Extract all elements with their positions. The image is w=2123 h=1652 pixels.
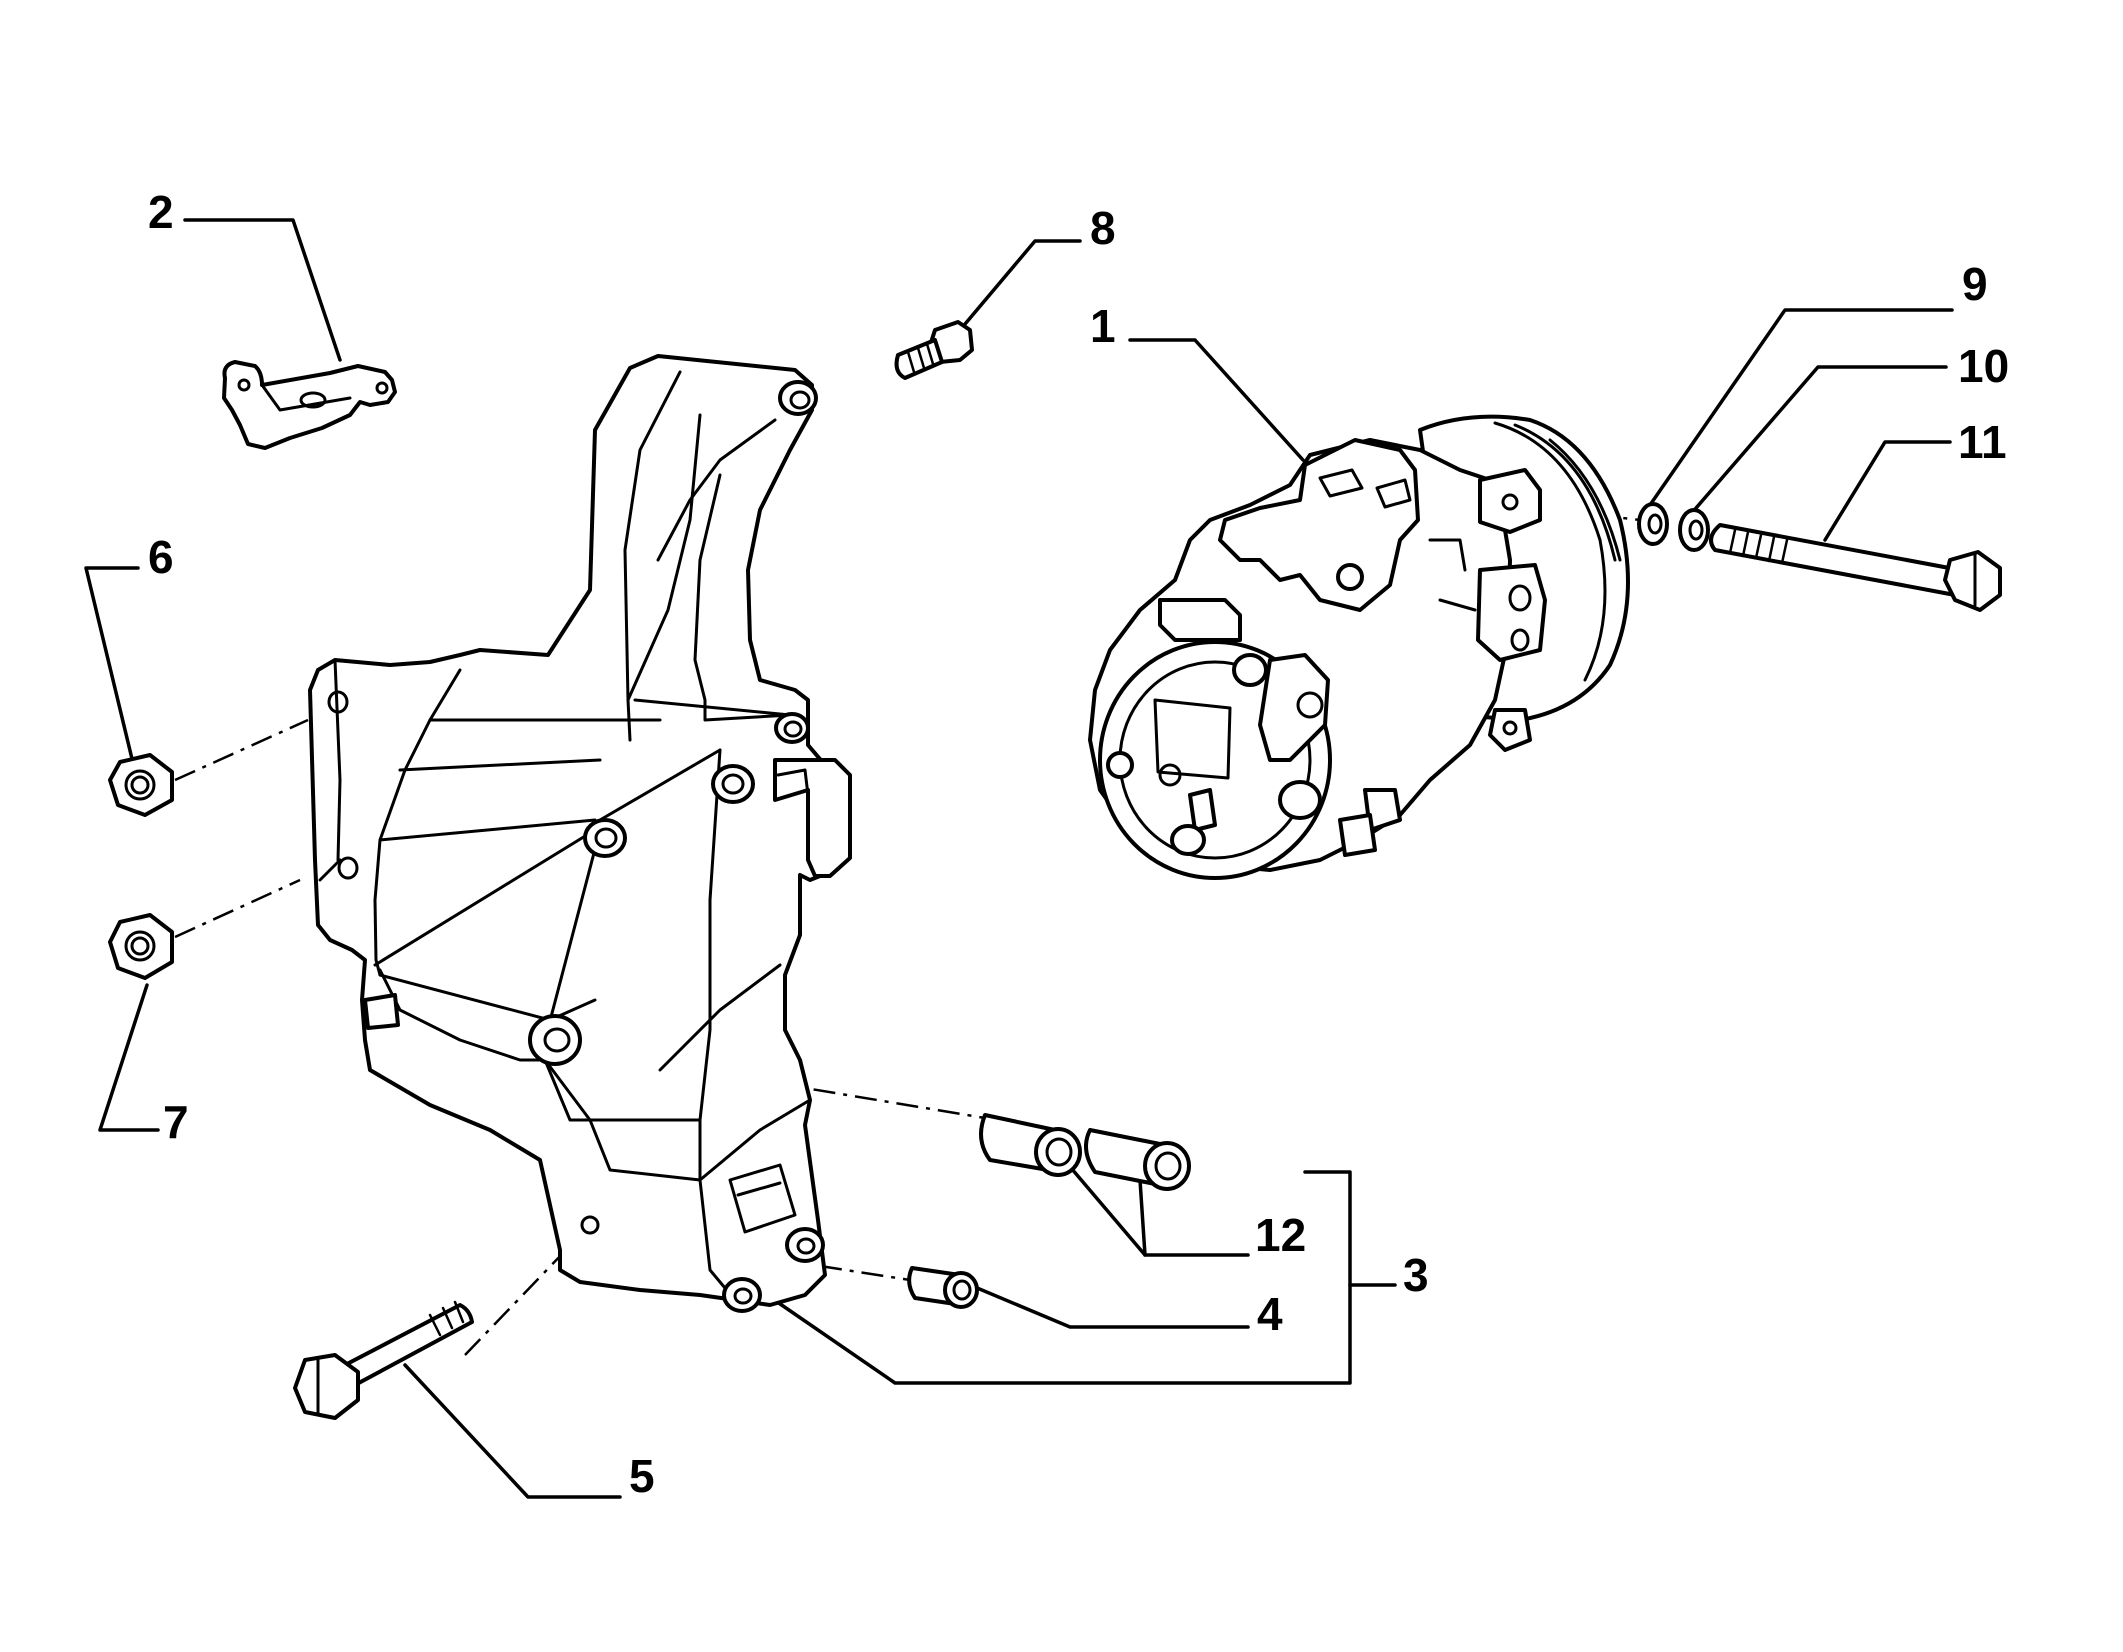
part-12-sleeves [979, 1113, 1191, 1191]
leader-line-2 [183, 218, 342, 362]
part-1-ac-compressor [1088, 414, 1630, 880]
leader-line-8 [958, 239, 1082, 332]
part-3-mounting-bracket [308, 354, 852, 1313]
part-8-small-bolt [894, 320, 974, 380]
callout-label-3: 3 [1403, 1249, 1429, 1301]
callout-label-8: 8 [1090, 202, 1116, 254]
part-6-nut [108, 753, 174, 817]
leader-line-7 [98, 983, 160, 1132]
callout-labels: 2 8 1 9 10 11 6 7 12 3 4 5 [148, 186, 2009, 1502]
callout-label-4: 4 [1257, 1288, 1283, 1340]
leader-line-9 [1648, 308, 1954, 507]
callout-label-7: 7 [163, 1096, 189, 1148]
part-5-lower-bolt [293, 1300, 474, 1420]
callout-label-9: 9 [1962, 258, 1988, 310]
callout-label-6: 6 [148, 531, 174, 583]
leader-line-11 [1823, 440, 1952, 542]
leader-line-10 [1688, 365, 1948, 517]
callout-label-1: 1 [1090, 300, 1116, 352]
leader-line-6 [84, 566, 140, 765]
leader-line-1 [1128, 338, 1305, 462]
part-7-nut [108, 913, 174, 980]
leader-line-4 [968, 1283, 1250, 1329]
leader-line-5 [403, 1363, 622, 1499]
callout-label-5: 5 [629, 1450, 655, 1502]
callout-label-10: 10 [1958, 340, 2009, 392]
leader-line-12b [1138, 1178, 1147, 1257]
part-9-washer [1637, 502, 1669, 546]
part-11-long-bolt [1709, 523, 2002, 612]
group-bracket-3 [768, 1170, 1352, 1385]
leader-lines [84, 218, 1954, 1499]
part-4-bushing [907, 1266, 979, 1309]
part-10-washer [1678, 508, 1710, 552]
part-2-small-bracket [222, 360, 397, 450]
callout-label-2: 2 [148, 186, 174, 238]
callout-label-12: 12 [1255, 1209, 1306, 1261]
callout-label-11: 11 [1958, 416, 2007, 468]
